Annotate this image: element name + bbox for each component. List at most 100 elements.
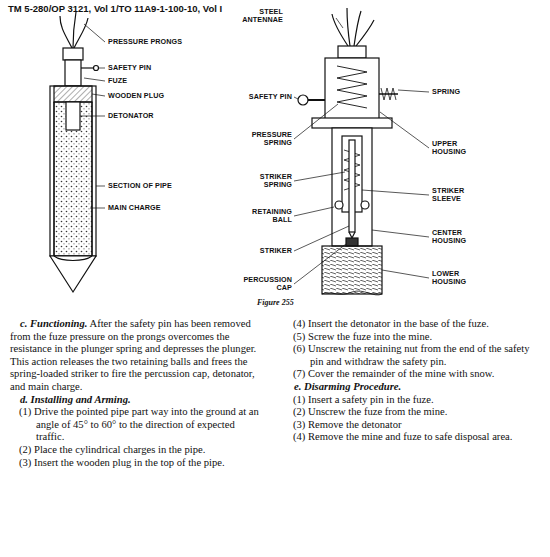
leader-line <box>84 24 105 42</box>
leader-line <box>294 226 349 251</box>
body-text: (6) Unscrew the retaining nut from the e… <box>293 343 530 367</box>
body-text: (4) Insert the detonator in the base of … <box>293 318 489 329</box>
pipe-mine <box>53 102 54 256</box>
part-label: PRESSURE PRONGS <box>108 38 198 46</box>
prong <box>74 18 88 48</box>
text-column: (4) Insert the detonator in the base of … <box>284 318 542 444</box>
prong <box>73 12 76 48</box>
part-label: LOWER HOUSING <box>432 270 480 287</box>
retaining-ball <box>335 201 343 209</box>
leader-line <box>294 244 346 284</box>
part-label: WOODEN PLUG <box>108 92 198 100</box>
paragraph: e. Disarming Procedure. <box>284 381 542 394</box>
section-heading: d. Installing and Arming. <box>20 394 131 405</box>
body-text: (3) Remove the detonator <box>293 419 402 430</box>
leader-line <box>99 68 105 69</box>
part-label: SECTION OF PIPE <box>108 182 198 190</box>
leader-line <box>90 208 105 209</box>
top-cap <box>338 46 366 58</box>
paragraph: (4) Insert the detonator in the base of … <box>284 318 542 331</box>
prong <box>60 16 72 48</box>
part-label: UPPER HOUSING <box>432 140 480 157</box>
paragraph: (3) Insert the wooden plug in the top of… <box>10 457 265 470</box>
antenna <box>356 20 374 46</box>
paragraph: (4) Remove the mine and fuze to safe dis… <box>284 431 542 444</box>
part-label: STRIKER SLEEVE <box>432 187 480 204</box>
part-label: SAFETY PIN <box>108 64 198 72</box>
part-label: DETONATOR <box>108 112 198 120</box>
leader-line <box>80 116 105 117</box>
leader-line <box>294 172 345 181</box>
paragraph: (1) Insert a safety pin in the fuze. <box>284 394 542 407</box>
spring <box>381 88 396 100</box>
part-label: MAIN CHARGE <box>108 204 198 212</box>
leader-line <box>84 78 105 81</box>
paragraph: (2) Place the cylindrical charges in the… <box>10 444 265 457</box>
body-text: (5) Screw the fuze into the mine. <box>293 331 432 342</box>
pipe-mine <box>54 256 92 261</box>
paragraph: (1) Drive the pointed pipe part way into… <box>10 406 265 444</box>
pin-ring <box>94 66 99 71</box>
body-text: (2) Unscrew the fuze from the mine. <box>293 406 447 417</box>
leader-line <box>380 112 429 148</box>
text-column: c. Functioning. After the safety pin has… <box>10 318 265 469</box>
wooden-plug <box>54 86 92 102</box>
leader-line <box>80 24 105 208</box>
percussion-cap <box>346 238 358 246</box>
striker <box>349 140 355 232</box>
part-label: FUZE <box>108 77 198 85</box>
pressure-fuze <box>298 8 398 295</box>
body-text: (7) Cover the remainder of the mine with… <box>293 368 494 379</box>
paragraph: c. Functioning. After the safety pin has… <box>10 318 265 394</box>
pressure-fuze <box>322 291 382 295</box>
part-label: STRIKER SPRING <box>242 173 292 190</box>
paragraph: (3) Remove the detonator <box>284 419 542 432</box>
figure-caption: Figure 255 <box>257 298 294 307</box>
leader-line <box>294 97 298 99</box>
body-text: (1) Drive the pointed pipe part way into… <box>19 406 259 442</box>
pipe-mine <box>50 12 99 292</box>
lower-housing <box>322 246 382 294</box>
part-label: STEEL ANTENNAE <box>231 8 283 25</box>
antenna <box>332 14 348 46</box>
paragraph: (6) Unscrew the retaining nut from the e… <box>284 343 542 368</box>
running-head: TM 5-280/OP 3121, Vol 1/TO 11A9-1-100-10… <box>8 3 222 14</box>
pipe-point <box>50 256 96 292</box>
upper-housing <box>325 58 379 120</box>
leader-line <box>336 18 343 28</box>
leader-line <box>294 207 334 216</box>
section-heading: e. Disarming Procedure. <box>294 381 401 392</box>
center-housing <box>332 128 372 246</box>
part-label: STRIKER <box>222 247 292 255</box>
body-text: (2) Place the cylindrical charges in the… <box>19 444 205 455</box>
leader-line <box>398 90 429 92</box>
pipe-mine <box>91 102 92 256</box>
body-text: (4) Remove the mine and fuze to safe dis… <box>293 431 512 442</box>
pressure-fuze <box>349 232 355 238</box>
pipe <box>50 86 96 256</box>
leader-line <box>294 104 338 139</box>
leader-line <box>96 186 105 187</box>
fuze-cap <box>63 48 83 60</box>
paragraph: (5) Screw the fuze into the mine. <box>284 331 542 344</box>
leader-line <box>382 270 429 278</box>
main-charge <box>54 102 92 256</box>
leader-line <box>92 94 105 96</box>
body-text: (3) Insert the wooden plug in the top of… <box>19 457 225 468</box>
part-label: PERCUSSION CAP <box>234 276 292 293</box>
paragraph: d. Installing and Arming. <box>10 394 265 407</box>
antenna <box>347 8 350 46</box>
retaining-ball <box>361 201 369 209</box>
part-label: SPRING <box>432 88 512 96</box>
section-heading: c. Functioning. <box>20 318 87 329</box>
part-label: RETAINING BALL <box>242 208 292 225</box>
detonator <box>66 102 80 130</box>
leader-line <box>372 230 429 237</box>
part-label: SAFETY PIN <box>222 93 292 101</box>
pressure-spring <box>337 66 367 108</box>
flange <box>312 118 392 128</box>
safety-pin <box>81 67 94 68</box>
paragraph: (7) Cover the remainder of the mine with… <box>284 368 542 381</box>
part-label: PRESSURE SPRING <box>242 131 292 148</box>
leader-line <box>294 18 429 284</box>
